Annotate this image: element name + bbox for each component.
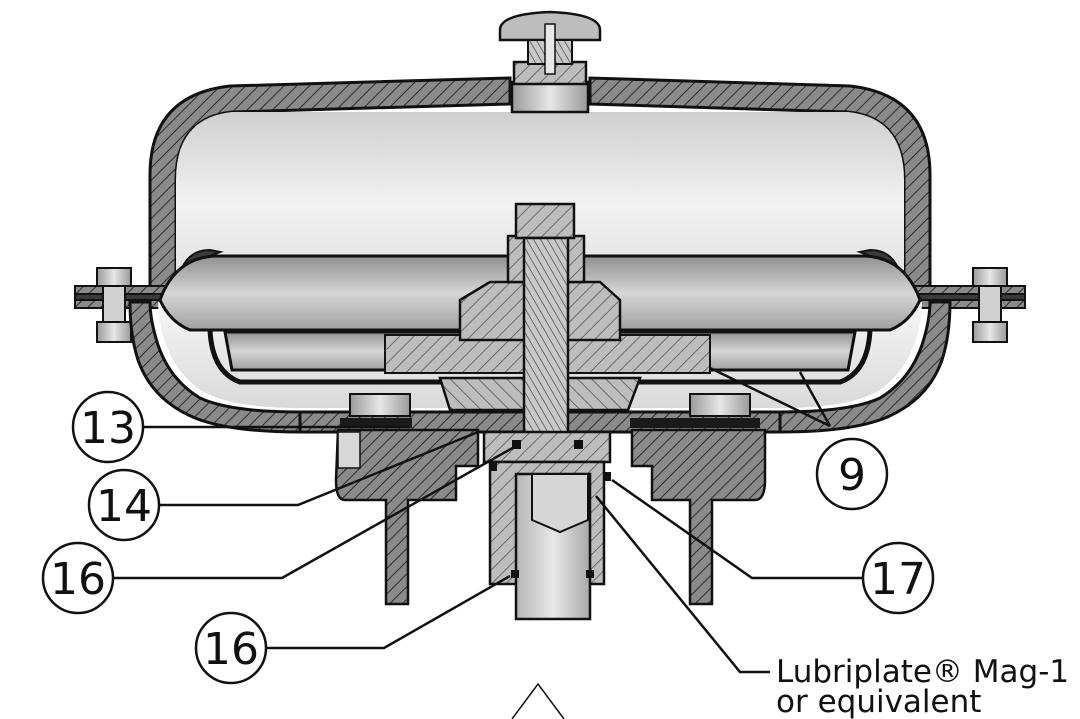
- callout-9-label: 9: [838, 450, 866, 501]
- warning-triangle-icon: [511, 682, 565, 719]
- yoke: [334, 393, 767, 606]
- callout-17-label: 17: [870, 554, 926, 605]
- callout-16-upper: 16: [41, 541, 115, 615]
- callout-16-lower-label: 16: [203, 624, 259, 675]
- callout-16-upper-label: 16: [50, 554, 106, 605]
- callout-16-lower: 16: [194, 611, 268, 685]
- note-line-2: or equivalent: [776, 684, 981, 719]
- vent-fitting: [498, 10, 602, 114]
- callout-14-label: 14: [96, 481, 152, 532]
- note-line-1: Lubriplate® Mag-1: [776, 654, 1069, 690]
- lubricant-note: Lubriplate® Mag-1 or equivalent: [776, 654, 1069, 719]
- o-rings: [489, 440, 611, 578]
- callout-17: 17: [861, 541, 935, 615]
- lower-stem: [514, 472, 592, 621]
- leader-lines: [113, 366, 863, 674]
- callout-13-label: 13: [80, 403, 136, 454]
- callout-9: 9: [815, 437, 889, 511]
- upper-casing: [148, 76, 932, 302]
- callout-14: 14: [87, 468, 161, 542]
- callout-13: 13: [71, 390, 145, 464]
